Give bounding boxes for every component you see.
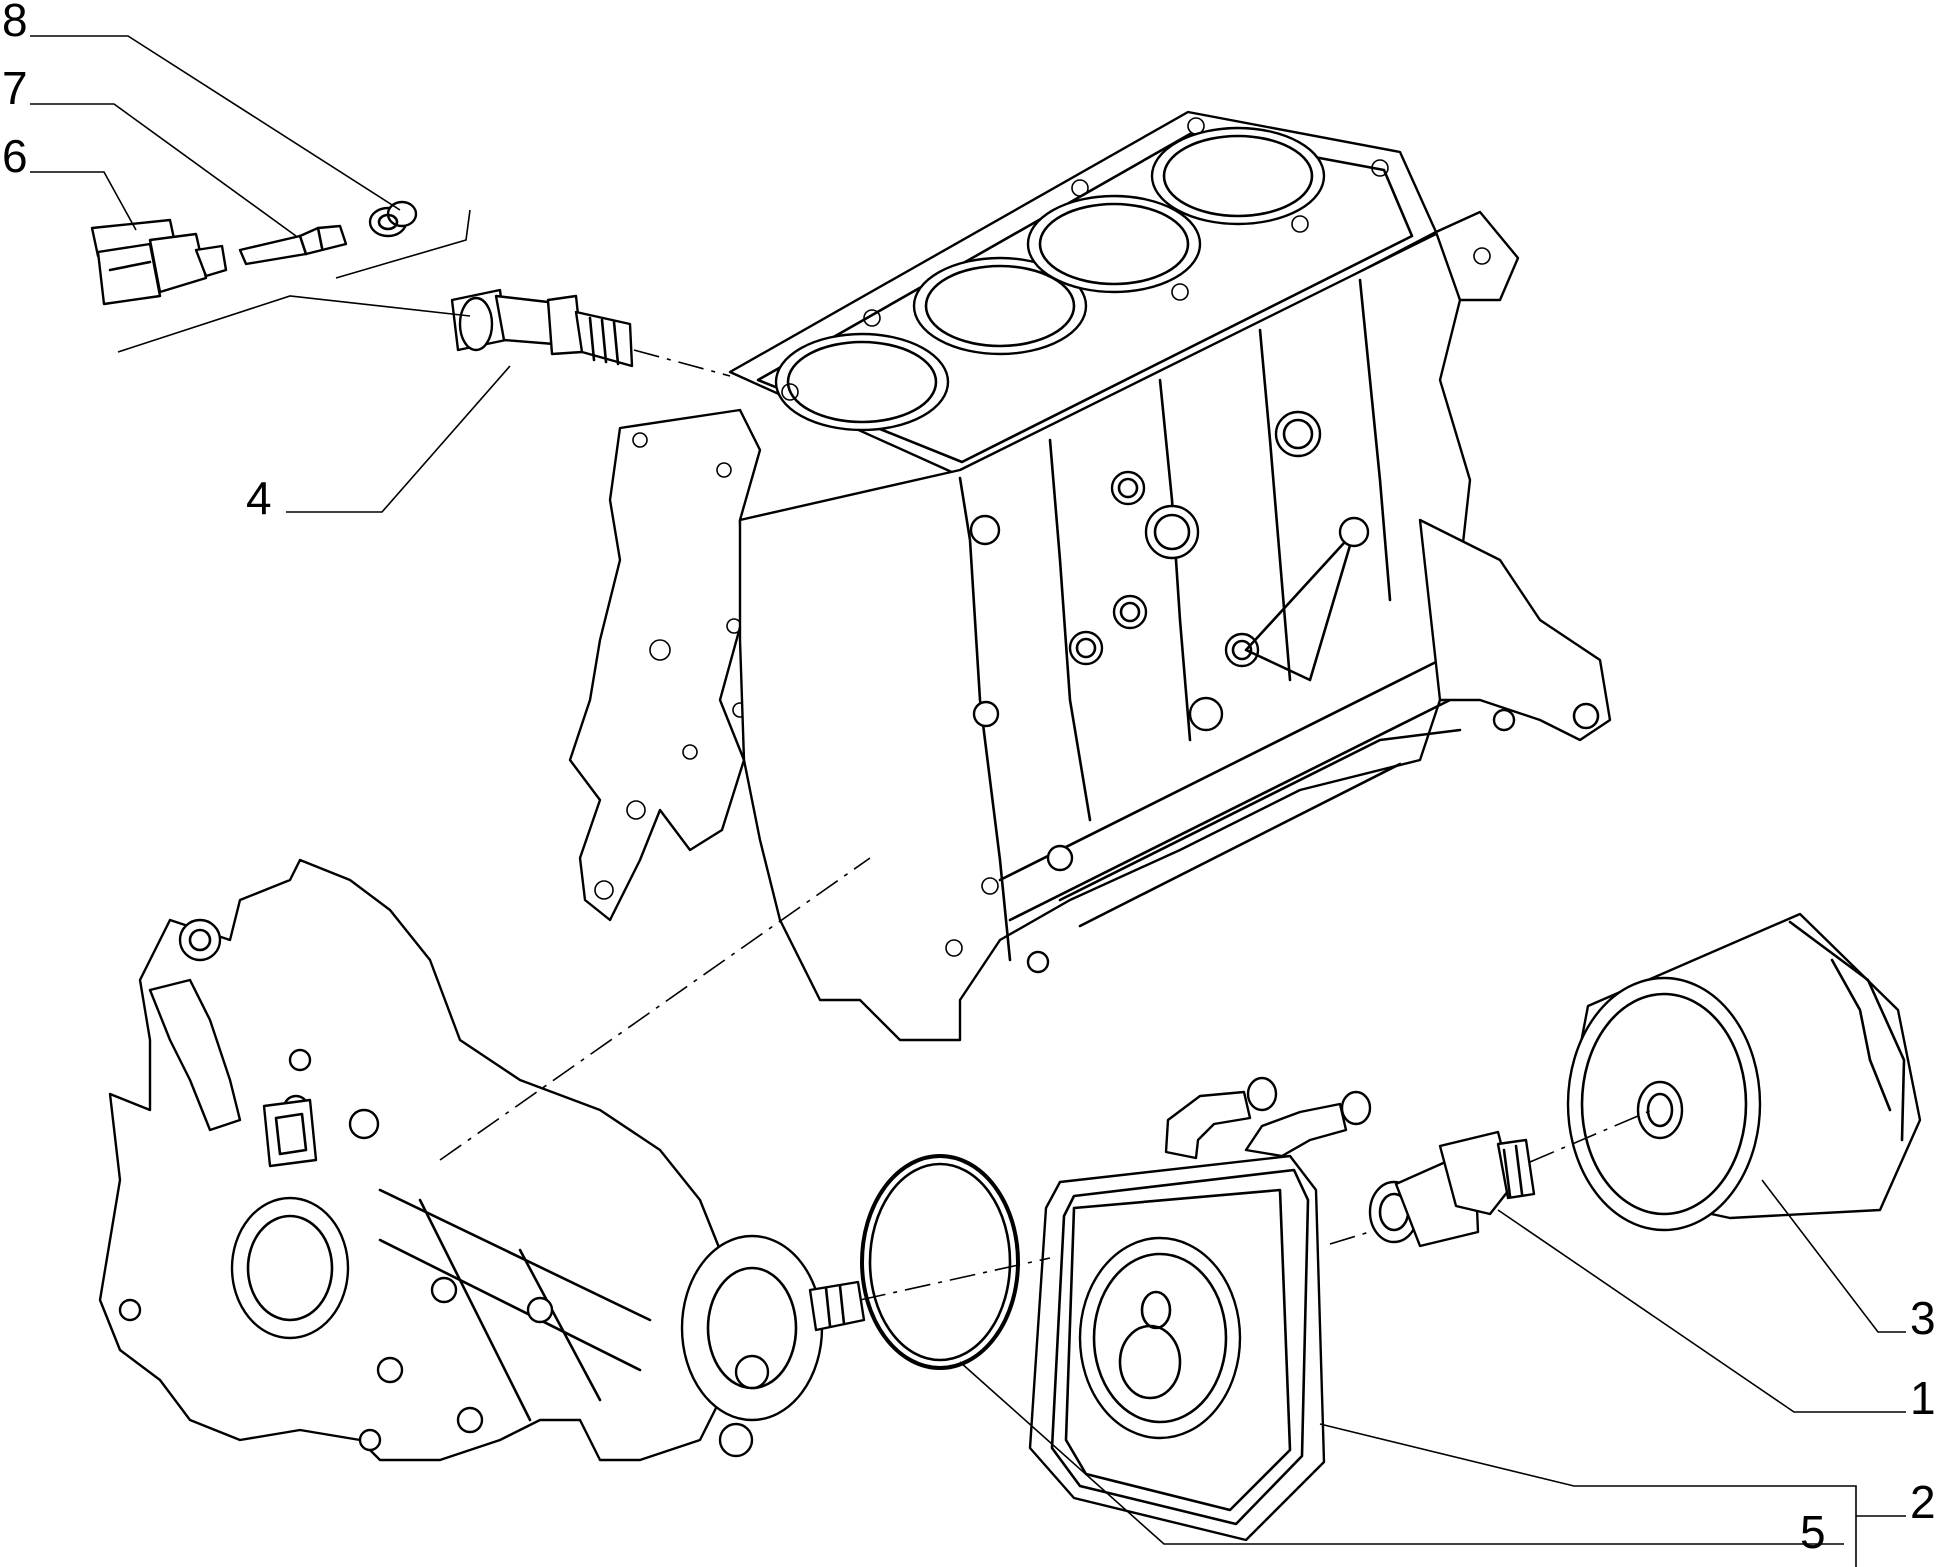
- connector-housing: [90, 218, 228, 306]
- leader-lines: [30, 35, 1906, 1567]
- center-line-pump-to-block: [439, 857, 871, 1161]
- oil-cooler: [1028, 1076, 1372, 1542]
- center-line-cooler-to-adapter: [1329, 1229, 1377, 1245]
- callout-1: 1: [1910, 1372, 1936, 1424]
- oil-filter: [1566, 912, 1922, 1232]
- o-ring-seal: [860, 1154, 1020, 1370]
- callout-5: 5: [1800, 1506, 1826, 1558]
- oil-pump-housing: [98, 858, 866, 1462]
- callout-3: 3: [1910, 1292, 1936, 1344]
- seal-grommet: [368, 200, 418, 238]
- center-line-filter-axis: [859, 1257, 1051, 1301]
- callout-2: 2: [1910, 1476, 1936, 1528]
- terminal-pin: [238, 224, 348, 266]
- callout-7: 7: [2, 62, 28, 114]
- center-line-sender: [633, 349, 731, 377]
- oil-pressure-switch: [450, 288, 634, 368]
- filter-adapter: [1368, 1130, 1536, 1248]
- center-line-adapter-to-filter: [1529, 1109, 1653, 1163]
- callout-4: 4: [246, 472, 272, 524]
- callout-6: 6: [2, 130, 28, 182]
- engine-block: [568, 110, 1612, 1042]
- callout-8: 8: [2, 0, 28, 46]
